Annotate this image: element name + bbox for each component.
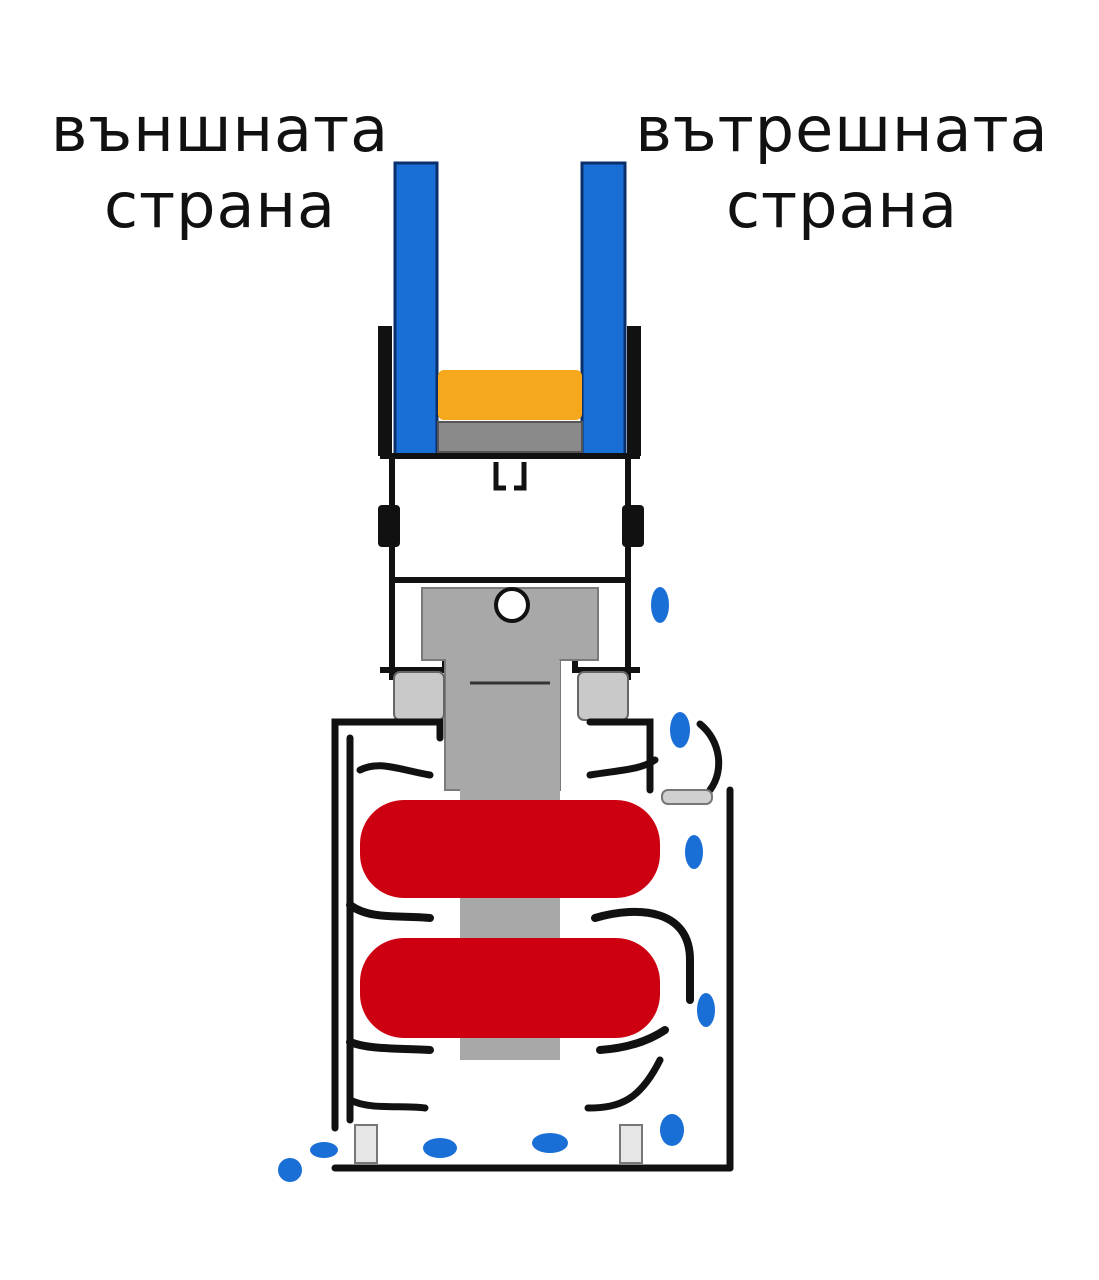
- lower-insulation: [360, 938, 660, 1038]
- inner-side-label-line1: вътрешната: [635, 93, 1049, 166]
- core-drain-hole: [494, 587, 530, 623]
- outer-glass-pane: [393, 161, 439, 457]
- inner-glazing-gasket: [627, 326, 641, 456]
- water-drops: [278, 587, 715, 1182]
- water-drop: [310, 1142, 338, 1158]
- inner-side-label: вътрешната страна: [632, 92, 1052, 244]
- left-gasket-block: [393, 671, 445, 721]
- water-drop: [660, 1114, 684, 1146]
- insulation-retainers: [346, 901, 694, 1054]
- outer-side-label-line1: външната: [50, 93, 390, 166]
- sash-clip-left: [378, 505, 400, 547]
- sash-clip-right: [622, 505, 644, 547]
- upper-insulation: [360, 800, 660, 898]
- main-frame: [331, 718, 734, 1172]
- sash-top-hook: [493, 462, 527, 491]
- water-drop: [697, 993, 715, 1027]
- spacer-sealant: [437, 421, 583, 453]
- glass-spacer: [438, 370, 582, 420]
- water-drop: [532, 1133, 568, 1153]
- outer-side-label: външната страна: [40, 92, 400, 244]
- outer-side-label-line2: страна: [103, 169, 337, 242]
- inner-glass-pane: [580, 161, 627, 457]
- water-drop: [278, 1158, 302, 1182]
- bottom-right-spacer: [619, 1124, 643, 1164]
- water-drop: [651, 587, 669, 623]
- right-gasket-block: [577, 671, 629, 721]
- water-drop: [670, 712, 690, 748]
- water-drop: [685, 835, 703, 869]
- bottom-left-spacer: [354, 1124, 378, 1164]
- water-drop: [423, 1138, 457, 1158]
- outer-glazing-gasket: [378, 326, 392, 456]
- side-gasket: [661, 789, 713, 805]
- inner-side-label-line2: страна: [725, 169, 959, 242]
